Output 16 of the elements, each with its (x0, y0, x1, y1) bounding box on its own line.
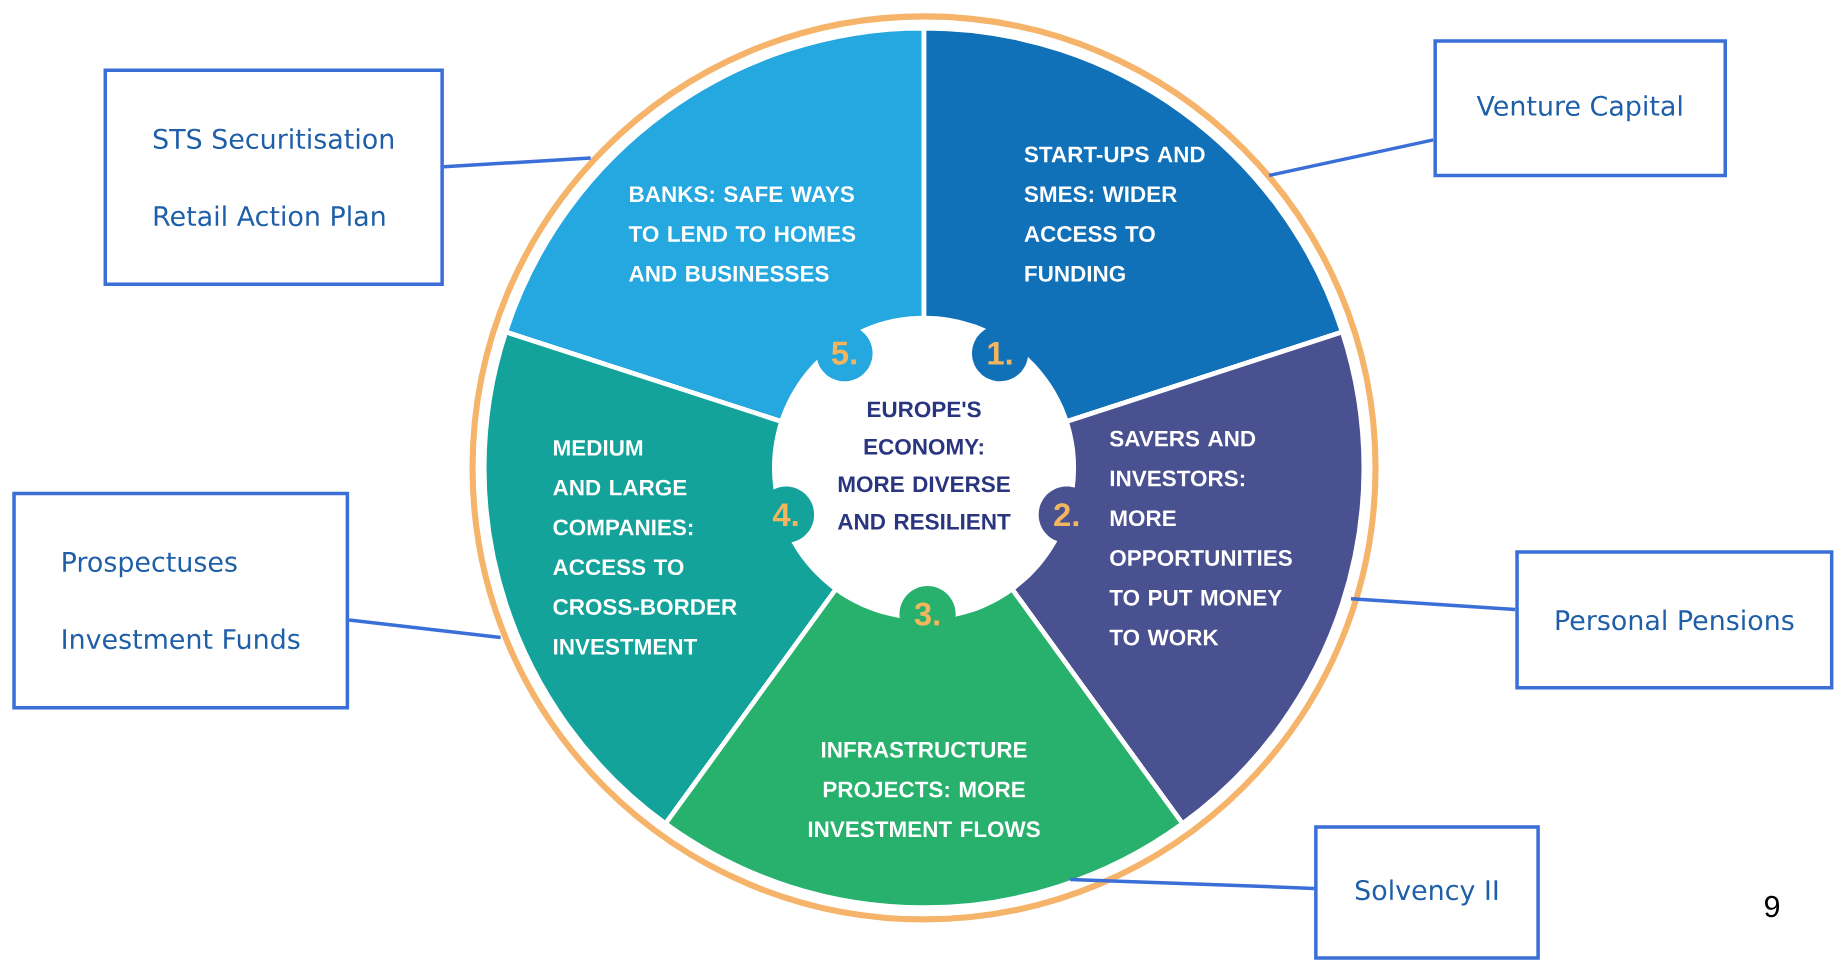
callout-box: Venture Capital (1433, 39, 1727, 178)
leader-line (443, 156, 591, 169)
page-number: 9 (1765, 895, 1780, 918)
step-number: 5. (816, 325, 873, 382)
callout-box: Prospectuses Investment Funds (12, 491, 350, 710)
step-number: 4. (757, 486, 815, 543)
step-number: 3. (899, 585, 956, 642)
leader-line (1070, 877, 1315, 890)
callout-box: Solvency II (1314, 825, 1540, 960)
callout-box: Personal Pensions (1515, 550, 1834, 690)
step-number: 2. (1038, 486, 1095, 543)
leader-line (1350, 596, 1516, 612)
leader-line (348, 618, 501, 640)
callout-box: STS Securitisation Retail Action Plan (103, 68, 444, 286)
step-number: 1. (972, 325, 1029, 382)
leader-line (1268, 138, 1434, 178)
